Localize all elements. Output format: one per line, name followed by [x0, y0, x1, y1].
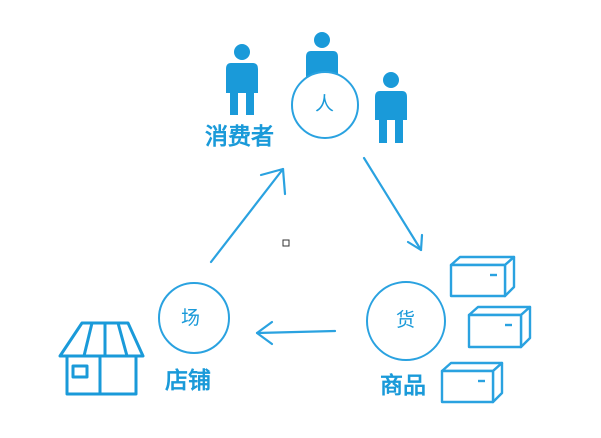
people-node-text: 人: [315, 93, 335, 115]
box-icon-bottom: [440, 361, 504, 404]
person-icon-left: [226, 44, 258, 115]
arrow-goods-to-place: [255, 320, 337, 346]
box-icon-top: [449, 255, 516, 298]
place-node-text: 场: [181, 307, 201, 329]
goods-node-text: 货: [396, 309, 416, 331]
box-icon-middle: [467, 305, 532, 349]
place-node-circle: [158, 282, 230, 354]
place-node-label: 店铺: [165, 368, 211, 394]
goods-node-label: 商品: [380, 373, 426, 399]
people-node-label: 消费者: [205, 124, 274, 150]
center-marker: [282, 239, 290, 247]
people-node-circle: [291, 71, 359, 139]
person-icon-right: [375, 72, 407, 143]
arrow-place-to-people: [209, 167, 287, 264]
store-icon: [58, 321, 145, 396]
arrow-people-to-goods: [362, 156, 424, 252]
goods-node-circle: [366, 281, 446, 361]
